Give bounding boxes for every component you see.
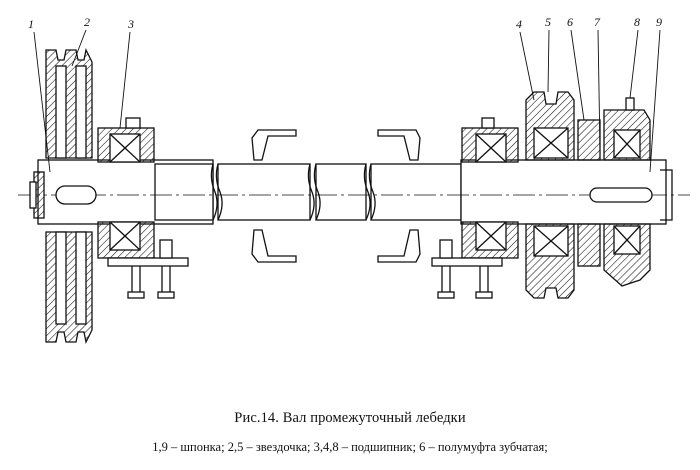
callout-4: 4 [516, 17, 522, 31]
drum-flanges [251, 129, 421, 263]
callout-2: 2 [84, 15, 90, 29]
right-key [589, 187, 653, 203]
figure-legend: 1,9 – шпонка; 2,5 – звездочка; 3,4,8 – п… [152, 440, 548, 454]
callout-3: 3 [127, 17, 134, 31]
callout-8: 8 [634, 15, 640, 29]
callout-6: 6 [567, 15, 573, 29]
winch-shaft-drawing: 1 2 3 4 5 6 7 8 9 [18, 15, 690, 344]
callout-5: 5 [545, 15, 551, 29]
leader-lines [33, 29, 661, 173]
right-bearing-4 [431, 117, 519, 299]
callout-9: 9 [656, 15, 662, 29]
left-end-plate [29, 171, 97, 219]
gear-coupling-6 [577, 119, 601, 267]
shaft [37, 159, 667, 225]
left-sprocket [45, 48, 93, 344]
callout-1: 1 [28, 17, 34, 31]
figure-caption: Рис.14. Вал промежуточный лебедки [234, 410, 466, 426]
left-bearing-3 [97, 117, 189, 299]
callout-7: 7 [594, 15, 601, 29]
bearing-8 [603, 97, 651, 287]
right-sprocket [525, 91, 575, 299]
